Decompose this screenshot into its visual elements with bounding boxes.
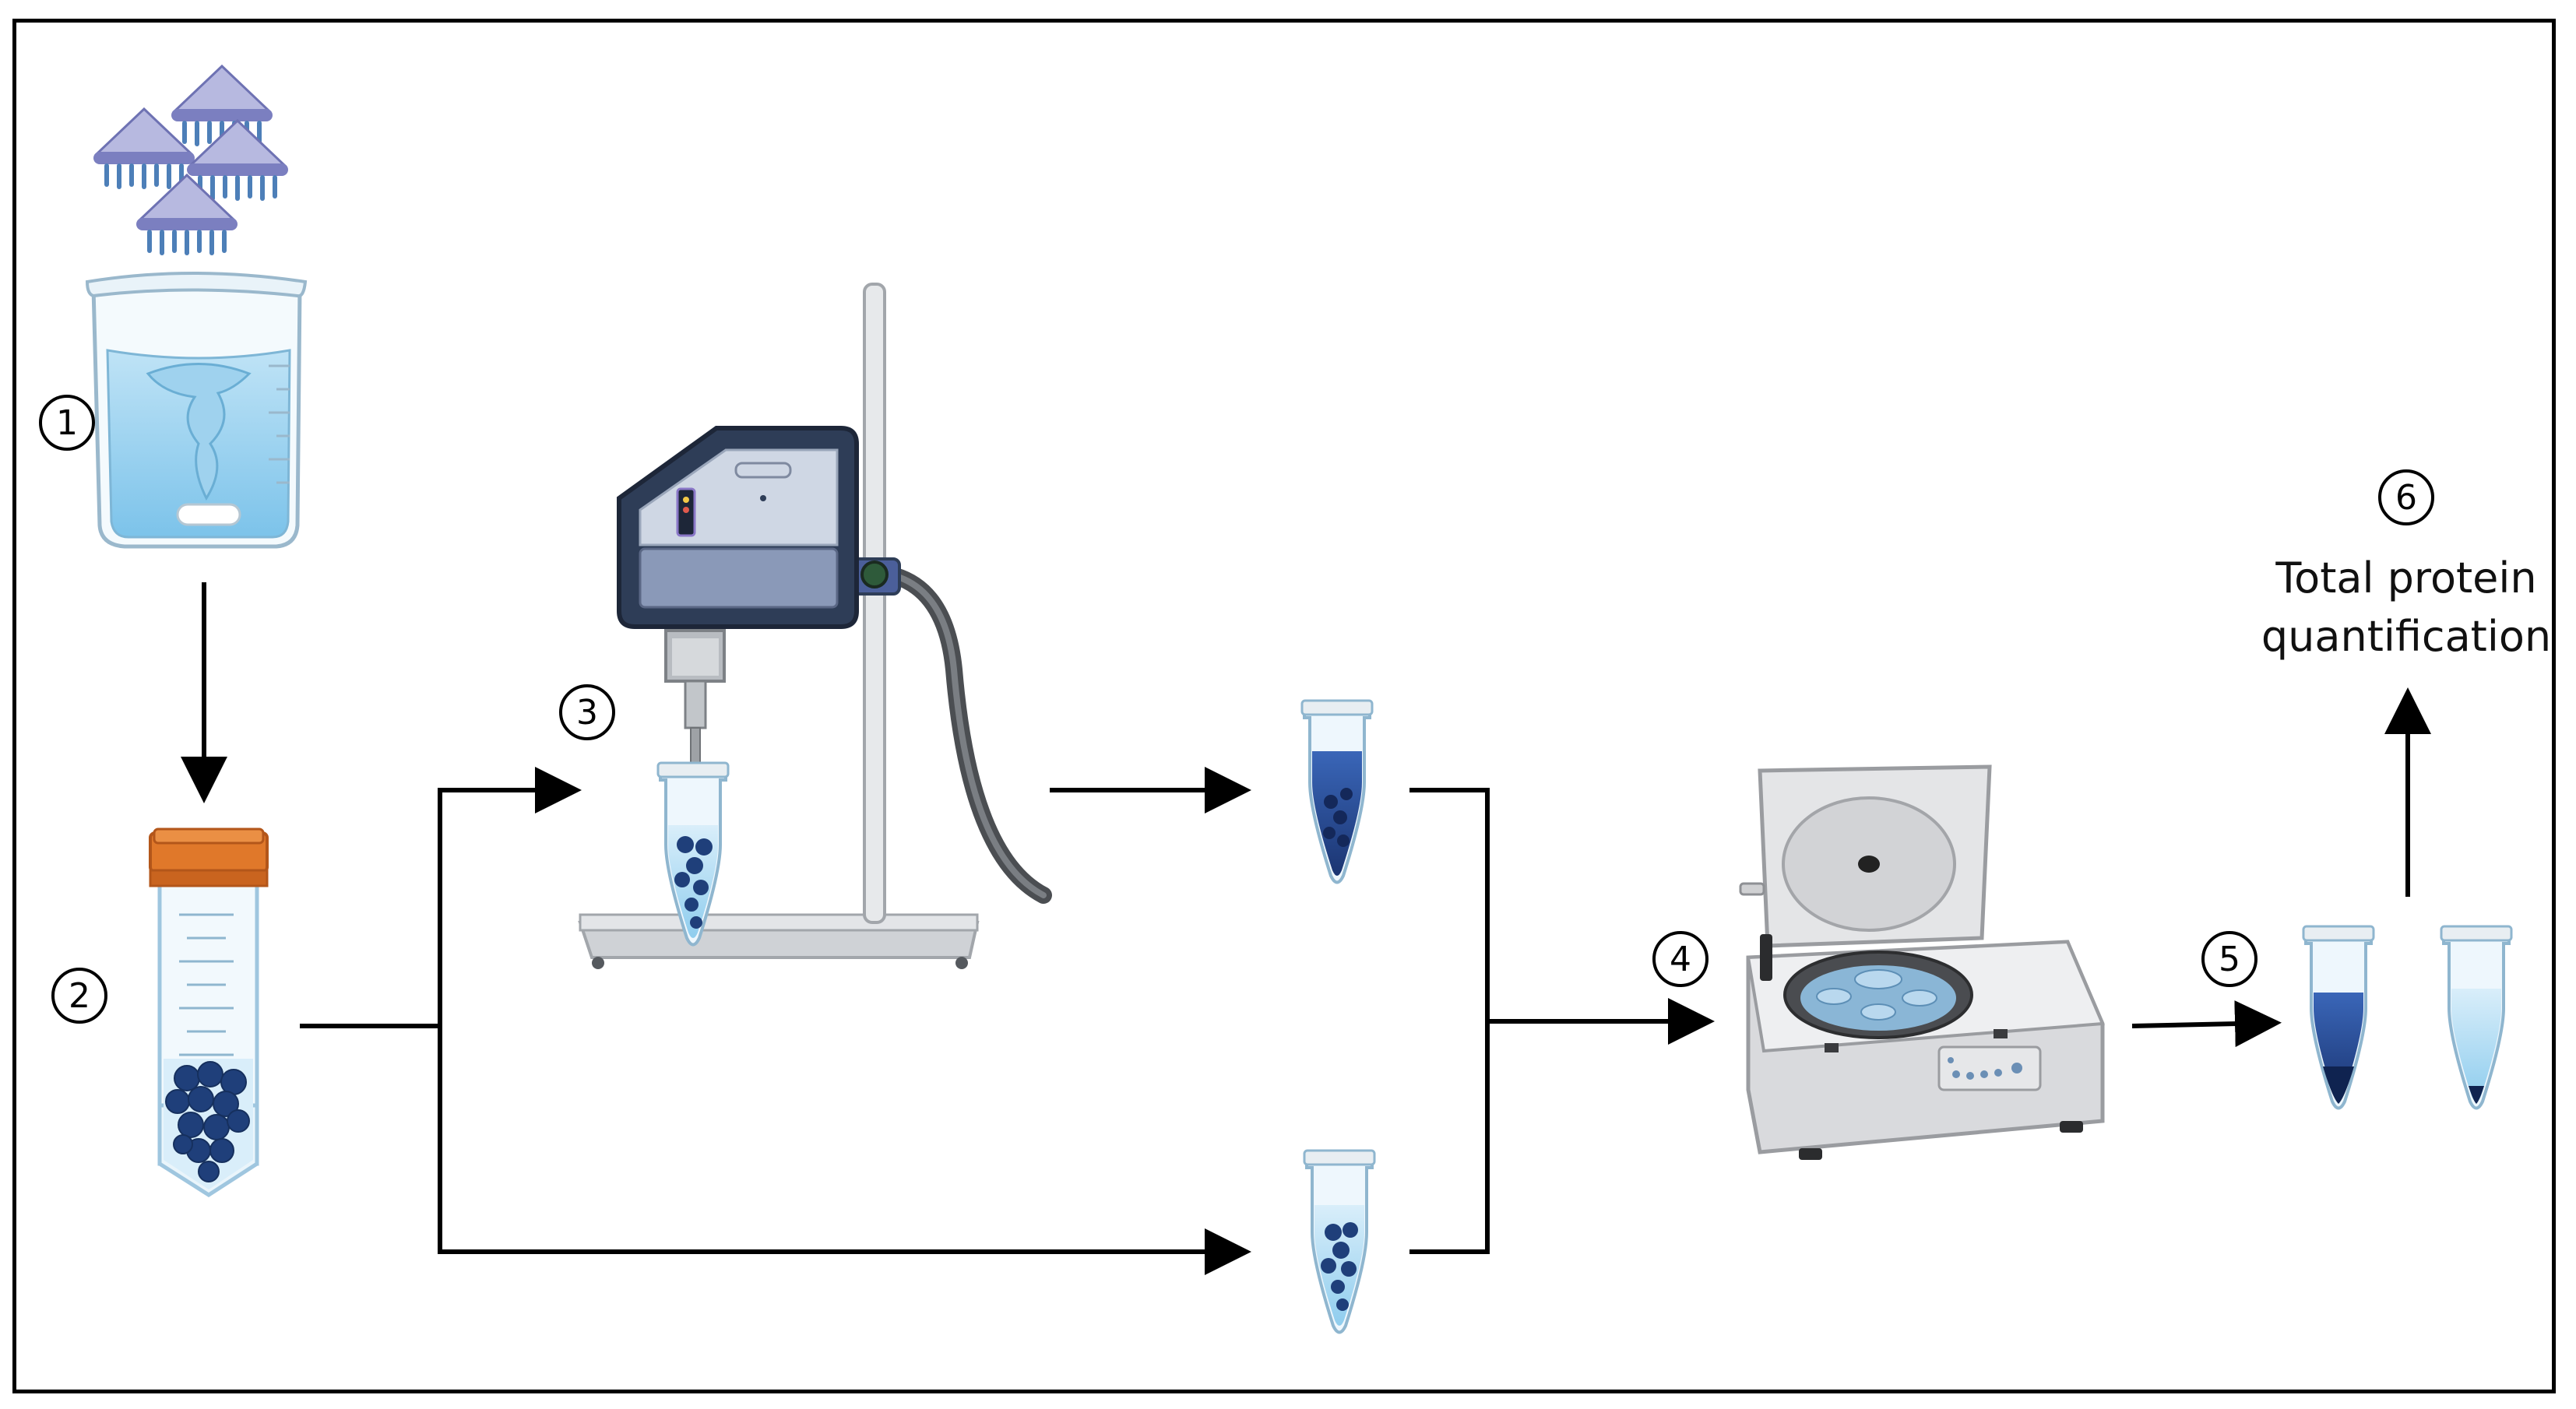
microtube-icon xyxy=(1303,1149,1376,1334)
step-4-number: 4 xyxy=(1652,931,1709,987)
centrifuge-icon xyxy=(1739,764,2105,1160)
arrow-split-to-bottom-tube xyxy=(438,1026,1251,1275)
beaker-icon xyxy=(85,272,308,549)
step-3-number: 3 xyxy=(559,684,615,740)
nanoparticle-icon xyxy=(93,107,195,189)
connector-top-tube-to-merge xyxy=(1409,788,1490,1254)
nanoparticle-cluster xyxy=(93,64,288,255)
step-2-number: 2 xyxy=(51,968,107,1024)
step-6-label-line-2: quantification xyxy=(2261,612,2552,661)
falcon-tube-icon xyxy=(149,827,269,1197)
microtube-icon xyxy=(1300,699,1374,884)
arrow-centrifuge-to-tubes xyxy=(2131,1000,2282,1048)
step-1-number: 1 xyxy=(39,395,95,451)
connectors xyxy=(181,582,2431,1275)
microtube-icon xyxy=(2302,925,2375,1110)
nanoparticle-icon xyxy=(136,173,238,255)
step-6-number: 6 xyxy=(2378,469,2434,525)
arrow-split-to-homogenizer xyxy=(438,767,582,1026)
step-5-number: 5 xyxy=(2201,931,2258,987)
microtube-icon xyxy=(2440,925,2513,1110)
step-6-label-line-1: Total protein xyxy=(2275,553,2537,603)
homogenizer-icon xyxy=(578,283,1052,969)
nanoparticle-icon xyxy=(187,118,288,201)
nanoparticle-icon xyxy=(171,64,273,146)
step-6-label: Total protein quantification xyxy=(2243,549,2570,666)
microtube-icon xyxy=(656,761,730,947)
diagram-frame xyxy=(12,19,2556,1393)
